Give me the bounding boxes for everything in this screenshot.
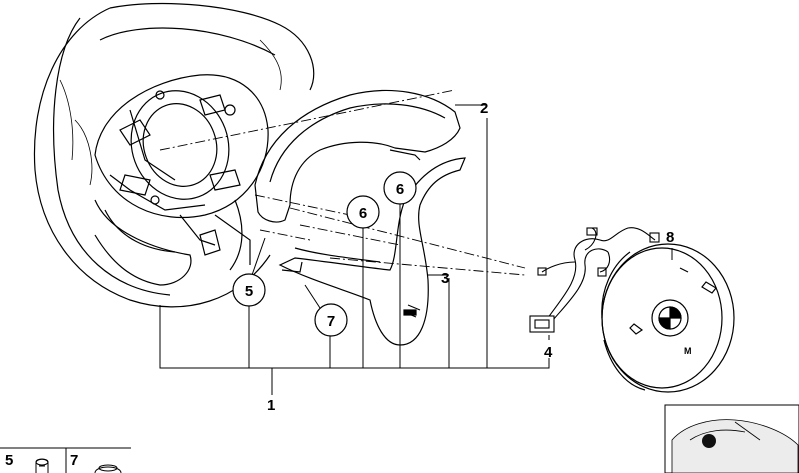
callout-6-left-label: 6	[359, 205, 367, 222]
leader-lines	[159, 104, 673, 395]
upper-cover-trim	[254, 89, 461, 223]
callout-6-right-label: 6	[396, 181, 404, 198]
location-marker	[702, 434, 716, 448]
callout-7-label: 7	[327, 313, 335, 330]
cap-icon	[94, 464, 122, 473]
airbag-module	[601, 243, 735, 393]
thumbnail-panel: 5 7	[0, 447, 131, 473]
car-silhouette-icon	[671, 419, 799, 473]
lower-cover-trim	[278, 157, 466, 346]
callout-6-right: 6	[383, 171, 417, 205]
explosion-lines	[159, 89, 526, 276]
part-label-1: 1	[267, 397, 275, 414]
steering-wheel	[33, 2, 315, 308]
clip-icon	[35, 458, 49, 473]
wiring-harness	[529, 227, 660, 333]
part-label-3: 3	[441, 270, 449, 287]
thumbnail-label-5: 5	[5, 452, 13, 469]
callout-6-left: 6	[346, 195, 380, 229]
callout-7: 7	[314, 303, 348, 337]
airbag-brand-mark: M	[684, 346, 692, 356]
callout-5: 5	[232, 273, 266, 307]
part-label-8: 8	[666, 229, 674, 246]
thumbnail-label-7: 7	[70, 452, 78, 469]
callout-5-label: 5	[245, 283, 253, 300]
part-label-4: 4	[544, 344, 553, 361]
part-label-2: 2	[480, 100, 488, 117]
car-locator-thumbnail	[664, 404, 799, 473]
